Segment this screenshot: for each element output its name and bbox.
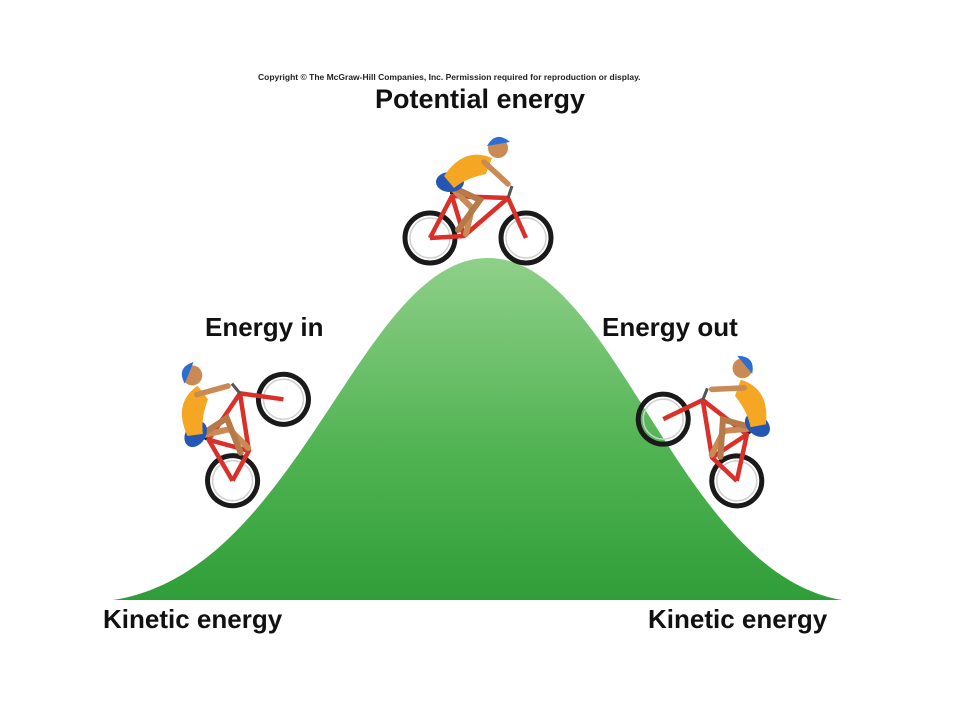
label-kinetic-energy-right: Kinetic energy [648,604,828,634]
copyright-notice: Copyright © The McGraw-Hill Companies, I… [258,72,641,82]
label-kinetic-energy-left: Kinetic energy [103,604,283,634]
label-energy-in: Energy in [205,312,324,342]
label-energy-out: Energy out [602,312,738,342]
label-potential-energy: Potential energy [375,84,586,114]
hill-shape [113,258,842,600]
cyclist-top [405,137,551,263]
